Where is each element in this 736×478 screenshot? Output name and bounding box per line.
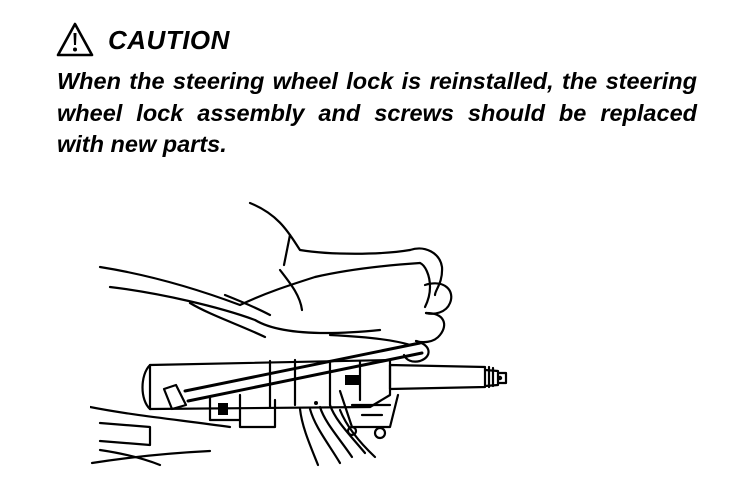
caution-header: CAUTION [56, 20, 230, 60]
caution-text: When the steering wheel lock is reinstal… [57, 68, 697, 157]
warning-triangle-icon [56, 22, 94, 57]
caution-title: CAUTION [108, 24, 230, 55]
steering-column-lock-illustration [90, 201, 508, 467]
